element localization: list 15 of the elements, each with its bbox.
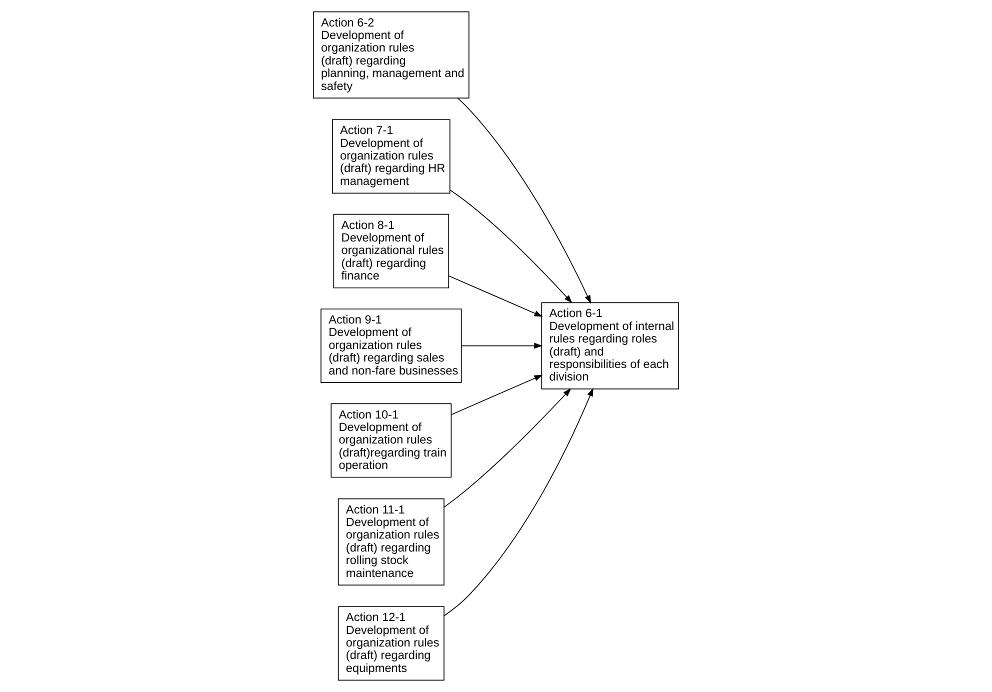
node-box: Action 12-1 Development of organization rules (draft) regarding equipments (338, 606, 444, 681)
node-box: Action 8-1 Development of organizational rules (draft) regarding finance (333, 214, 450, 288)
node-box: Action 6-1 Development of internal rules regarding roles (draft) and responsibilities of each division (541, 302, 680, 390)
arrow (448, 275, 543, 317)
arrow (450, 374, 543, 416)
node-box: Action 9-1 Development of organization rules (draft) regarding sales and non-fare businesses (320, 308, 462, 383)
node-box: Action 10-1 Development of organization rules (draft)regarding train operation (330, 403, 452, 478)
arrow (457, 98, 592, 304)
node-box: Action 6-2 Development of organization rules (draft) regarding planning, management and safety (312, 11, 470, 98)
arrow (444, 388, 594, 616)
arrow (460, 342, 543, 349)
arrow (444, 388, 572, 508)
node-box: Action 11-1 Development of organization rules (draft) regarding rolling stock maintenance (338, 498, 444, 586)
node-box: Action 7-1 Development of organization rules (draft) regarding HR management (332, 119, 450, 194)
arrow (450, 190, 572, 304)
